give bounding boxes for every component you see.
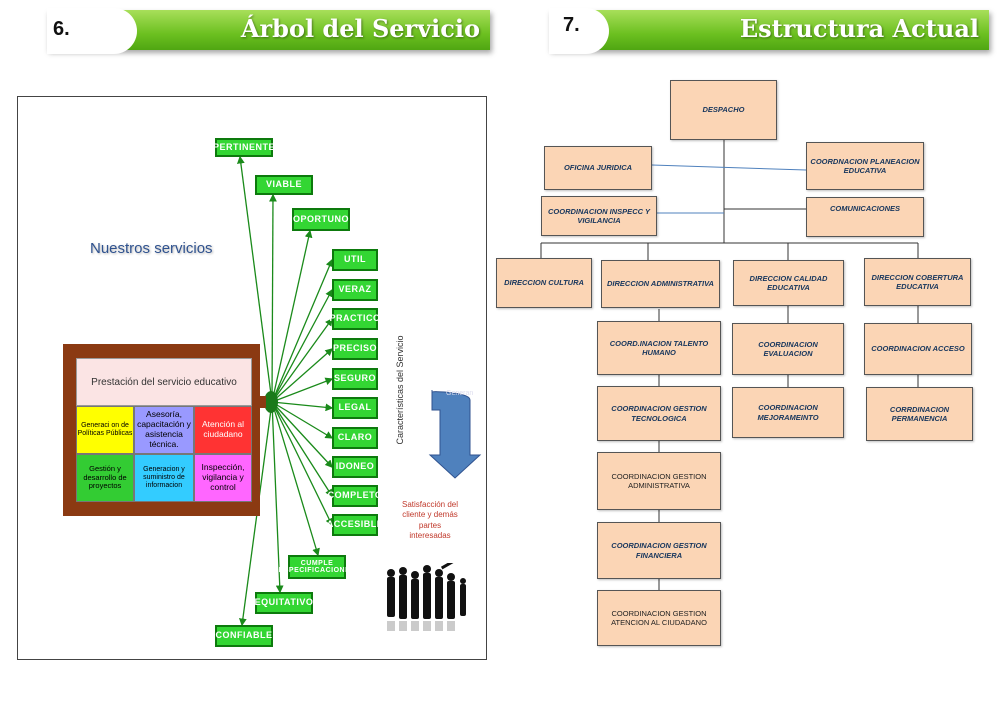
attr-idoneo: IDONEO	[332, 456, 378, 478]
org-despacho: DESPACHO	[670, 80, 777, 140]
org-coord-atencion: COORDINACION GESTION ATENCION AL CIUDADA…	[597, 590, 721, 646]
attr-confiable: CONFIABLE	[215, 625, 273, 647]
attr-practico: PRACTICO	[330, 308, 380, 330]
attr-oportuno: OPORTUNO	[292, 208, 350, 231]
attr-pertinente: PERTINENTE	[213, 138, 275, 157]
generan-arrow	[428, 390, 482, 479]
cell-inspeccion: Inspección, vigilancia y control	[194, 454, 252, 502]
org-coord-evaluacion: COORDINACION EVALUACION	[732, 323, 844, 375]
org-coord-mejoramiento: COORDINACION MEJORAMEINTO	[732, 387, 844, 438]
people-silhouettes-icon	[387, 563, 466, 631]
attr-viable: VIABLE	[255, 175, 313, 195]
cell-atencion: Atención al ciudadano	[194, 406, 252, 454]
right-section-title: Estructura Actual	[739, 14, 979, 43]
attr-completo: COMPLETO	[328, 485, 382, 507]
left-number-tab	[47, 8, 137, 54]
org-coord-talento: COORD.INACION TALENTO HUMANO	[597, 321, 721, 375]
services-title: Nuestros servicios	[90, 240, 213, 257]
attr-accesible: ACCESIBLE	[327, 514, 383, 536]
org-coord-gestion-tec: COORDINACION GESTION TECNOLOGICA	[597, 386, 721, 441]
right-section-number: 7.	[563, 14, 580, 36]
org-dir-cobertura: DIRECCION COBERTURA EDUCATIVA	[864, 258, 971, 306]
org-coord-permanencia: CORRDINACION PERMANENCIA	[866, 387, 973, 441]
cell-asesoria: Asesoría, capacitación y asistencia técn…	[134, 406, 194, 454]
attr-preciso: PRECISO	[332, 338, 378, 360]
org-coord-financiera: COORDINACION GESTION FINANCIERA	[597, 522, 721, 579]
attr-legal: LEGAL	[332, 397, 378, 419]
attr-claro: CLARO	[332, 427, 378, 449]
right-header-bar: 7. Estructura Actual	[549, 8, 989, 54]
left-header-bar: 6. Árbol del Servicio	[47, 8, 490, 54]
attr-equitativo: EQUITATIVO	[255, 592, 313, 614]
attr-seguro: SEGURO	[332, 368, 378, 390]
cell-informacion: Generacion y suministro de informacion	[134, 454, 194, 502]
org-coord-acceso: COORDINACION ACCESO	[864, 323, 972, 375]
tree-root-node	[264, 391, 278, 413]
cell-proyectos: Gestión y desarrollo de proyectos	[76, 454, 134, 502]
org-oficina-juridica: OFICINA JURIDICA	[544, 146, 652, 190]
org-coord-inspecc: COORDINACION INSPECC Y VIGILANCIA	[541, 196, 657, 236]
service-box-title: Prestación del servicio educativo	[76, 358, 252, 406]
left-section-number: 6.	[53, 18, 70, 40]
org-coord-planeacion: COORDNACION PLANEACION EDUCATIVA	[806, 142, 924, 190]
attr-cumple: CUMPLE ESPECIFICACIONES	[279, 555, 355, 579]
org-comunicaciones: COMUNICACIONES	[806, 197, 924, 237]
cell-politicas: Generaci on de Políticas Públicas	[76, 406, 134, 454]
generan-label: Generan	[446, 390, 474, 397]
org-dir-calidad: DIRECCION CALIDAD EDUCATIVA	[733, 260, 844, 306]
satisfaction-text: Satisfacción del cliente y demás partes …	[401, 500, 459, 541]
right-number-tab	[549, 8, 609, 54]
attr-veraz: VERAZ	[332, 279, 378, 301]
org-dir-administrativa: DIRECCION ADMINISTRATIVA	[601, 260, 720, 308]
attr-util: UTIL	[332, 249, 378, 271]
org-dir-cultura: DIRECCION CULTURA	[496, 258, 592, 308]
frame-link	[256, 396, 266, 408]
left-section-title: Árbol del Servicio	[240, 14, 480, 43]
org-coord-gestion-adm: COORDINACION GESTION ADMINISTRATIVA	[597, 452, 721, 510]
